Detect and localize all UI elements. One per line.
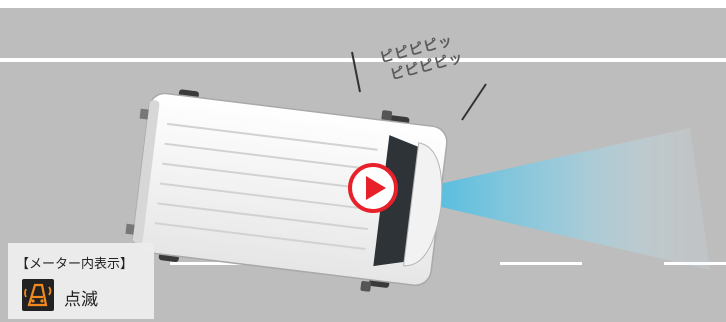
- meter-indicator-label: 【メーター内表示】: [16, 253, 133, 272]
- meter-indicator-panel: 【メーター内表示】 点滅: [8, 243, 154, 319]
- lane-line-top: [0, 58, 726, 62]
- sensor-marker: [350, 165, 396, 211]
- vehicle-sensor-icon: [22, 279, 54, 311]
- meter-status-text: 点滅: [64, 285, 98, 310]
